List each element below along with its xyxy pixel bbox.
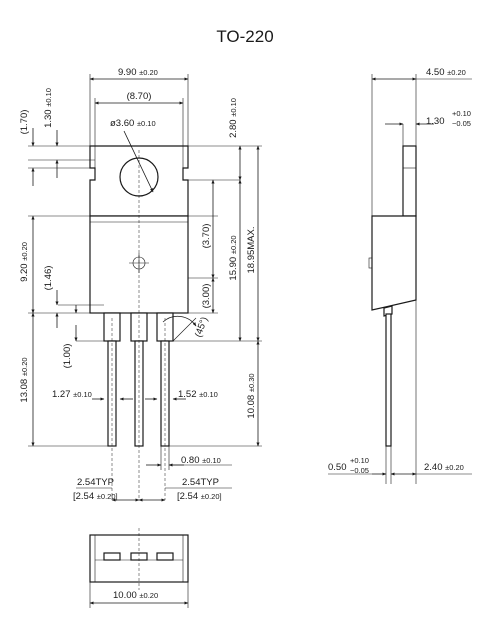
dim-hole-diameter: ø3.60 ±0.10 <box>110 118 156 129</box>
dim-pitch-left-bracket: [2.54 ±0.20] <box>73 491 118 502</box>
dim-tab-width: (8.70) <box>127 91 152 102</box>
dim-1-30-side-tol-lower: −0.05 <box>452 119 471 128</box>
dim-2-80: 2.80 ±0.10 <box>228 98 239 138</box>
lead-shoulder-left <box>103 312 121 342</box>
bottom-dimension-lines: 10.00 ±0.20 <box>89 582 189 608</box>
dim-2-40: 2.40 ±0.20 <box>424 462 464 473</box>
dim-1-00: (1.00) <box>62 344 73 369</box>
dim-0-80: 0.80 ±0.10 <box>181 455 221 466</box>
dim-45-deg: (45°) <box>193 316 210 339</box>
dim-0-50-tol-lower: −0.05 <box>350 466 369 475</box>
side-lead <box>385 313 392 447</box>
dim-1-30-side-tol-upper: +0.10 <box>452 109 471 118</box>
bottom-view <box>89 528 189 590</box>
side-dimension-labels: 4.50 ±0.20 1.30 +0.10 −0.05 0.50 +0.10 −… <box>328 67 471 475</box>
dim-10-08: 10.08 ±0.30 <box>246 373 257 418</box>
dim-1-52: 1.52 ±0.10 <box>178 389 218 400</box>
dim-1-70: (1.70) <box>19 110 30 135</box>
dim-3-70: (3.70) <box>201 224 212 249</box>
dim-pitch-right-bracket: [2.54 ±0.20] <box>177 491 222 502</box>
front-dimension-lines <box>28 74 262 502</box>
dim-1-27: 1.27 ±0.10 <box>52 389 92 400</box>
bottom-lead-left <box>103 552 121 561</box>
dim-1-30-side: 1.30 <box>426 116 445 127</box>
dim-0-50-tol-upper: +0.10 <box>350 456 369 465</box>
side-view <box>368 145 417 447</box>
bottom-lead-right <box>156 552 174 561</box>
dim-9-20: 9.20 ±0.20 <box>19 242 30 282</box>
side-body <box>371 215 417 311</box>
front-view <box>89 145 189 500</box>
dim-pitch-left: 2.54TYP <box>77 477 114 488</box>
dim-1-46: (1.46) <box>43 266 54 291</box>
dim-0-50: 0.50 <box>328 462 347 473</box>
side-tab <box>402 145 417 217</box>
dim-10-00: 10.00 ±0.20 <box>113 590 158 601</box>
side-dimension-lines <box>328 74 472 484</box>
dim-4-50: 4.50 ±0.20 <box>426 67 466 78</box>
front-dimension-labels: 9.90 ±0.20 (8.70) ø3.60 ±0.10 (1.70) 1.3… <box>19 67 257 502</box>
dim-pitch-right: 2.54TYP <box>182 477 219 488</box>
dim-18-95-max: 18.95MAX. <box>246 227 257 274</box>
dim-overall-width: 9.90 ±0.20 <box>118 67 158 78</box>
drawing-title: TO-220 <box>216 27 273 46</box>
dim-3-00: (3.00) <box>201 284 212 309</box>
dim-1-30: 1.30 ±0.10 <box>43 88 54 128</box>
dim-15-90: 15.90 ±0.20 <box>228 235 239 280</box>
dim-13-08: 13.08 ±0.20 <box>19 357 30 402</box>
